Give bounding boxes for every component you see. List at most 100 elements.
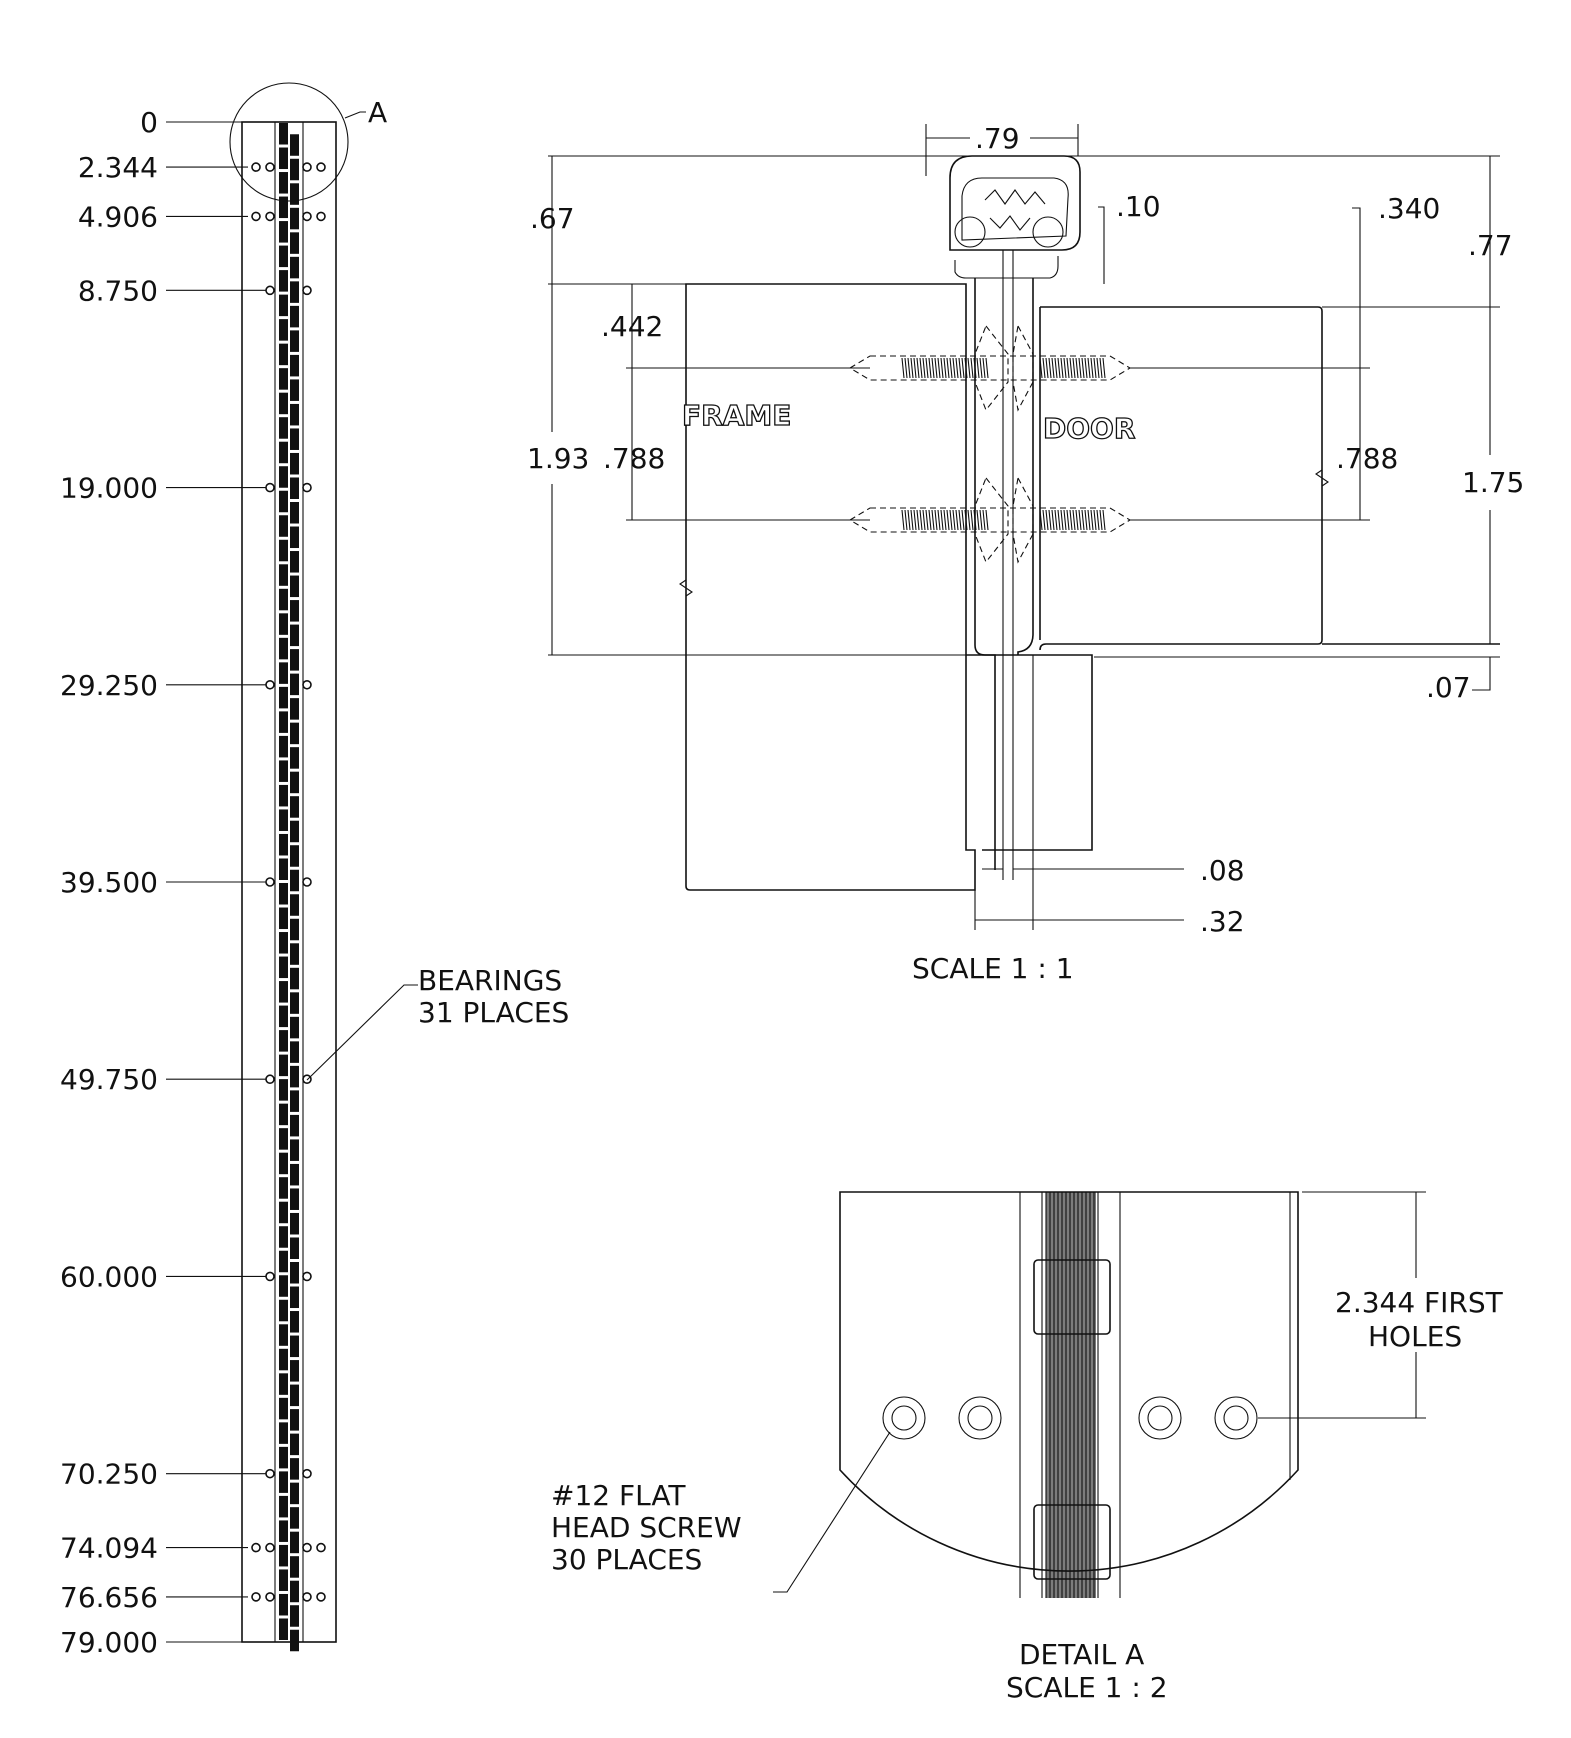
screw-thread <box>1042 357 1046 379</box>
screw-thread <box>1087 357 1091 379</box>
frame-label: FRAME <box>682 399 791 432</box>
screw-hole <box>302 1468 312 1479</box>
knuckle-segment <box>290 1605 299 1627</box>
position-label: 19.000 <box>60 472 158 505</box>
screw-thread <box>1099 509 1103 531</box>
screw-thread <box>907 357 911 379</box>
screw-thread <box>943 509 947 531</box>
knuckle-segment <box>290 698 299 720</box>
knuckle-segment <box>279 1103 288 1126</box>
dim-total-thickness: .32 <box>1200 905 1245 938</box>
position-label: 8.750 <box>78 274 158 307</box>
screw-hole <box>265 162 275 172</box>
screw-thread <box>967 509 971 531</box>
screw-hole <box>251 162 261 172</box>
screw-thread <box>1102 357 1106 379</box>
screw-thread <box>931 509 935 531</box>
knuckle-segment <box>290 943 299 965</box>
detail-screw-hole-3 <box>1138 1396 1182 1440</box>
knuckle-segment <box>290 207 299 230</box>
screw-hole <box>251 1542 261 1553</box>
screw-head <box>974 324 1009 412</box>
knuckle-segment <box>290 600 299 622</box>
dim-0340-line <box>1352 207 1361 372</box>
screw-envelope <box>848 355 1132 381</box>
first-holes-line2: HOLES <box>1368 1320 1462 1353</box>
screw-thread <box>922 357 926 379</box>
knuckle-segment <box>290 1335 299 1358</box>
knuckle-segment <box>279 809 288 831</box>
knuckle-segment <box>279 441 288 464</box>
screw-thread <box>1075 357 1079 379</box>
knuckle-housing <box>949 155 1081 251</box>
knuckle-segment <box>290 428 299 450</box>
knuckle-segment <box>279 784 288 807</box>
position-label: 60.000 <box>60 1260 158 1293</box>
screw-thread <box>961 357 965 379</box>
dim-door-spacing: .788 <box>1336 442 1398 475</box>
knuckle-segment <box>290 134 299 156</box>
screw-thread <box>979 509 983 531</box>
knuckle-segment <box>290 673 299 696</box>
knuckle-segment <box>279 760 288 782</box>
knuckle-segment <box>279 490 288 513</box>
screw-thread <box>1045 357 1049 379</box>
screw-thread <box>1072 357 1076 379</box>
knuckle-segment <box>279 932 288 954</box>
detail-screw-hole-1 <box>882 1396 926 1440</box>
knuckle-segment <box>290 1262 299 1284</box>
knuckle-segment <box>279 858 288 880</box>
knuckle-segment <box>279 1422 288 1444</box>
screw-thread <box>958 509 962 531</box>
screw-thread <box>1072 509 1076 531</box>
knuckle-segment <box>290 1114 299 1137</box>
screw-hole <box>316 211 326 222</box>
frame-break <box>679 579 693 597</box>
screw-hole <box>265 679 275 690</box>
knuckle-segment <box>290 796 299 818</box>
dim-door-height: 1.75 <box>1462 466 1524 499</box>
knuckle-segment <box>279 1079 288 1101</box>
knuckle-segment <box>290 1090 299 1112</box>
screw-thread <box>1057 509 1061 531</box>
knuckle-segment <box>279 907 288 930</box>
screw-note-leader <box>773 1431 891 1593</box>
screw-thread <box>931 357 935 379</box>
position-label: 39.500 <box>60 866 158 899</box>
screw-thread <box>964 509 968 531</box>
door-leaf-web <box>1017 278 1034 655</box>
knuckle-segment <box>290 1556 299 1578</box>
knuckle-segment <box>279 588 288 611</box>
knuckle-segment <box>279 1373 288 1395</box>
screw-hole <box>302 1592 312 1602</box>
screw-hole <box>265 482 275 493</box>
knuckle-segment <box>279 833 288 856</box>
knuckle-segment <box>279 1446 288 1469</box>
screw-thread <box>916 357 920 379</box>
screw-thread <box>955 357 959 379</box>
position-label: 79.000 <box>60 1626 158 1659</box>
position-label: 29.250 <box>60 669 158 702</box>
screw-thread <box>1048 509 1052 531</box>
screw-hole <box>265 285 275 296</box>
knuckle-segment <box>279 1275 288 1297</box>
dim-right-top: .77 <box>1468 229 1513 262</box>
detail-bearing-top <box>1033 1259 1111 1335</box>
screw-hole <box>302 211 312 222</box>
section-scale-label: SCALE 1 : 1 <box>912 952 1074 985</box>
screw-thread <box>1054 509 1058 531</box>
screw-thread <box>967 357 971 379</box>
frame-leaf-plate <box>966 654 1093 851</box>
dim-leaf-thickness: .08 <box>1200 854 1245 887</box>
knuckle-segment <box>279 123 288 145</box>
screw-thread <box>1039 357 1043 379</box>
screw-thread <box>934 357 938 379</box>
screw-thread <box>910 509 914 531</box>
screw-thread <box>970 357 974 379</box>
hinge-knuckle-strip <box>279 123 299 1652</box>
screw-thread <box>955 509 959 531</box>
dim-bottom-offset: .07 <box>1426 671 1471 704</box>
knuckle-segment <box>279 1054 288 1077</box>
screw-hole <box>265 1271 275 1282</box>
screw-thread <box>1069 357 1073 379</box>
